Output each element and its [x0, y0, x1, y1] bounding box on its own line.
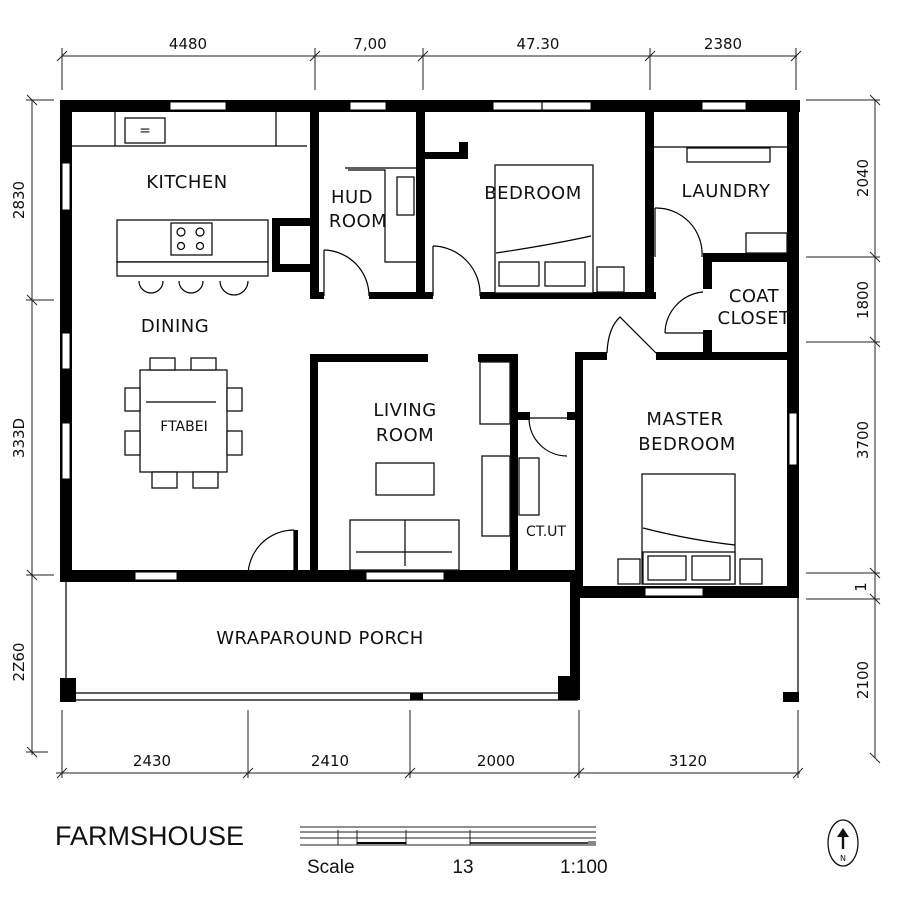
- scale-label: Scale: [307, 857, 355, 878]
- bedroom-furniture: [494, 164, 625, 294]
- dim-right-1: 2040: [854, 159, 872, 197]
- plan-title: FARMSHOUSE: [55, 821, 244, 851]
- dim-right-4: 1: [852, 582, 870, 592]
- room-labels: KITCHEN DINING HUD ROOM BEDROOM LAUNDRY …: [141, 172, 791, 649]
- coffee-table: [375, 462, 435, 496]
- dim-bottom-2: 2410: [311, 752, 349, 770]
- room-label-living-room-1: LIVING: [373, 400, 436, 421]
- room-label-laundry: LAUNDRY: [681, 181, 771, 202]
- svg-text:=: =: [139, 123, 151, 139]
- room-label-coat-closet-2: CLOSET: [718, 308, 791, 329]
- north-letter: N: [840, 854, 846, 863]
- dim-left-1: 2830: [10, 181, 28, 219]
- laundry-furniture: [654, 146, 788, 254]
- tv-console: [481, 455, 511, 537]
- room-label-living-room-2: ROOM: [376, 425, 434, 446]
- sink-icon: [124, 117, 166, 144]
- room-label-master-bedroom-2: BEDROOM: [638, 434, 735, 455]
- north-arrow-icon: N: [827, 819, 859, 867]
- hud-room-furniture: [345, 167, 416, 263]
- dimension-lines-right: 2040 1800 3700 1 2100: [806, 94, 881, 764]
- dim-right-5: 2100: [854, 661, 872, 699]
- room-label-wraparound-porch: WRAPAROUND PORCH: [216, 628, 424, 649]
- master-bedroom-furniture: [617, 473, 763, 585]
- dining-furniture: FTABEI: [124, 357, 243, 489]
- room-label-bedroom: BEDROOM: [484, 183, 581, 204]
- porch: [60, 582, 799, 702]
- dining-table: [139, 369, 228, 473]
- kitchen-furniture: =: [72, 112, 307, 296]
- nightstand-left: [617, 558, 641, 585]
- scale-ratio: 1:100: [560, 857, 608, 878]
- dim-right-3: 3700: [854, 421, 872, 459]
- cooktop-icon: [170, 222, 213, 256]
- dining-table-label: FTABEI: [160, 419, 207, 435]
- dimension-lines-top: 4480 7,00 47.30 2380: [56, 35, 802, 90]
- dim-bottom-1: 2430: [133, 752, 171, 770]
- dim-bottom-3: 2000: [477, 752, 515, 770]
- scale-middle-value: 13: [452, 857, 473, 878]
- dim-left-2: 333D: [10, 418, 28, 458]
- dimension-lines-bottom: 2430 2410 2000 3120: [56, 710, 804, 779]
- title-block: FARMSHOUSE Scale 13 1:100 N: [55, 819, 859, 878]
- dim-top-3: 47.30: [517, 35, 560, 53]
- nightstand-right: [739, 558, 763, 585]
- doors: [247, 207, 704, 577]
- interior-walls: [272, 100, 793, 590]
- dim-bottom-4: 3120: [669, 752, 707, 770]
- dimension-lines-left: 2830 333D 2Z60: [10, 94, 54, 758]
- room-label-hud-room-2: ROOM: [329, 211, 387, 232]
- room-label-master-bedroom-1: MASTER: [646, 409, 723, 430]
- dim-right-2: 1800: [854, 281, 872, 319]
- room-label-kitchen: KITCHEN: [146, 172, 228, 193]
- room-label-hud-room-1: HUD: [331, 187, 373, 208]
- nightstand: [596, 266, 625, 293]
- dim-top-1: 4480: [169, 35, 207, 53]
- room-label-dining: DINING: [141, 316, 209, 337]
- dim-top-4: 2380: [704, 35, 742, 53]
- dim-top-2: 7,00: [353, 35, 386, 53]
- room-label-coat-closet-1: COAT: [729, 286, 780, 307]
- room-label-closet-ut: CT.UT: [526, 524, 566, 540]
- scale-bar: Scale 13 1:100: [300, 826, 608, 878]
- windows: [61, 101, 798, 597]
- dim-left-3: 2Z60: [10, 643, 28, 682]
- living-room-furniture: [349, 361, 540, 571]
